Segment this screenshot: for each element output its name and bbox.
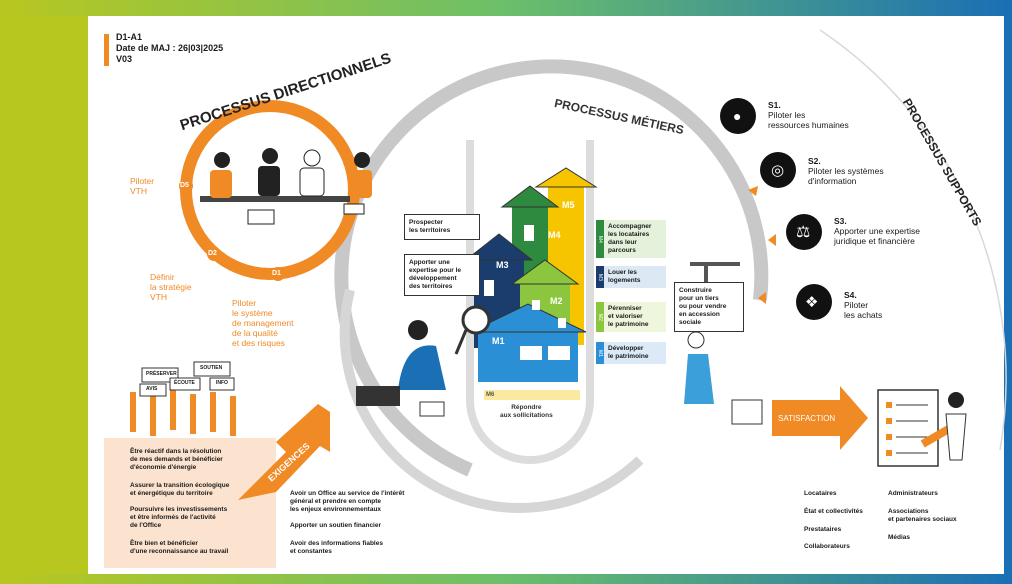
sign-info: INFO: [216, 380, 228, 386]
bottom-frame-band: [0, 574, 1012, 584]
d1-code: D1: [272, 270, 281, 277]
sign-ecoute: ÉCOUTE: [174, 380, 195, 386]
m6-text: Répondre aux sollicitations: [500, 404, 553, 419]
exigences-panel: [104, 438, 276, 568]
tag-m3-code: M3: [596, 266, 604, 288]
s3-circle: ⚖: [786, 214, 822, 250]
satisfaction-associations: Associations et partenaires sociaux: [888, 508, 957, 523]
sign-soutien: SOUTIEN: [200, 365, 223, 371]
exigence-right-1: Avoir un Office au service de l'intérêt …: [290, 490, 405, 513]
tag-m1-code: M1: [596, 342, 604, 364]
satisfaction-prestataires: Prestataires: [804, 526, 842, 533]
person-icon: ●: [733, 108, 742, 124]
s1-circle: ●: [720, 98, 756, 134]
satisfaction-label: SATISFACTION: [778, 414, 836, 423]
satisfaction-collaborateurs: Collaborateurs: [804, 543, 850, 550]
tag-m1-text: Développer le patrimoine: [608, 345, 649, 360]
houses-illustration: [464, 167, 598, 400]
s2-code: S2.: [808, 156, 821, 166]
expertise-box: Apporter une expertise pour le développe…: [404, 254, 480, 296]
tag-m3: M3 Louer les logements: [596, 266, 666, 288]
handshake-icon: ❖: [805, 294, 819, 311]
worker-illustration: [684, 262, 763, 425]
exigences-arrow: [238, 404, 330, 500]
tag-m3-text: Louer les logements: [608, 269, 641, 284]
doc-info-bar: [104, 34, 109, 66]
satisfaction-arrow: [772, 386, 868, 450]
d1-label: Piloter le système de management de la q…: [232, 298, 294, 348]
satisfaction-medias: Médias: [888, 534, 911, 541]
sign-preserver: PRÉSERVER: [146, 371, 177, 377]
sign-avis: AVIS: [146, 386, 158, 392]
s1-label: Piloter les ressources humaines: [768, 110, 849, 130]
m2-label: M2: [550, 296, 563, 306]
m1-label: M1: [492, 336, 505, 346]
s3-label: Apporter une expertise juridique et fina…: [834, 226, 920, 246]
s4-code: S4.: [844, 290, 857, 300]
analyst-illustration: [356, 305, 491, 417]
tag-m2: M2 Pérenniser et valoriser le patrimoine: [596, 302, 666, 332]
s4-circle: ❖: [796, 284, 832, 320]
satisfaction-etat: État et collectivités: [804, 508, 863, 515]
support-arrows: [748, 186, 776, 304]
tag-m4-text: Accompagner les locataires dans leur par…: [608, 223, 652, 254]
s1-code: S1.: [768, 100, 781, 110]
m6-label: M6: [486, 392, 495, 398]
globe-icon: ◎: [771, 162, 785, 179]
exigence-left-1: Être réactif dans la résolution de mes d…: [130, 448, 223, 471]
d5-label: Piloter VTH: [130, 176, 155, 196]
m3-label: M3: [496, 260, 509, 270]
scales-icon: ⚖: [796, 224, 811, 241]
doc-version: V03: [116, 54, 133, 64]
checklist-illustration: [877, 389, 967, 467]
doc-info: D1-A1 Date de MAJ : 26|03|2025 V03: [116, 32, 223, 65]
prospecter-box: Prospecter les territoires: [404, 214, 480, 240]
exigence-left-2: Assurer la transition écologique et éner…: [130, 482, 230, 497]
d2-node: [207, 247, 221, 261]
d5-node: [179, 179, 193, 193]
d2-label: Définir la stratégie VTH: [150, 272, 192, 302]
doc-update-date: Date de MAJ : 26|03|2025: [116, 43, 224, 53]
tag-m4-code: M4: [596, 220, 604, 258]
doc-reference: D1-A1: [116, 32, 143, 42]
exigence-right-3: Avoir des informations fiables et consta…: [290, 540, 383, 555]
m4-label: M4: [548, 230, 561, 240]
s2-circle: ◎: [760, 152, 796, 188]
exigence-right-2: Apporter un soutien financier: [290, 522, 382, 529]
tag-m2-text: Pérenniser et valoriser le patrimoine: [608, 305, 649, 328]
d1-node: [271, 267, 285, 281]
tag-m1: M1 Développer le patrimoine: [596, 342, 666, 364]
satisfaction-locataires: Locataires: [804, 490, 837, 497]
tag-m4: M4 Accompagner les locataires dans leur …: [596, 220, 666, 258]
construire-box: Construire pour un tiers ou pour vendre …: [674, 282, 744, 332]
s2-label: Piloter les systèmes d'information: [808, 166, 884, 186]
top-frame-band: [0, 0, 1012, 16]
metiers-inner-arc: [339, 288, 644, 513]
left-frame-band: [0, 0, 88, 584]
satisfaction-administrateurs: Administrateurs: [888, 490, 938, 497]
right-frame-band: [1004, 0, 1012, 584]
supports-arc: [819, 29, 1007, 451]
stakeholders-illustration: [130, 361, 236, 436]
metiers-tube: [466, 140, 594, 464]
meeting-illustration: [200, 148, 372, 225]
d2-code: D2: [208, 250, 217, 257]
s3-code: S3.: [834, 216, 847, 226]
d5-code: D5: [180, 182, 189, 189]
exigence-left-4: Être bien et bénéficier d'une reconnaiss…: [130, 540, 229, 555]
m5-label: M5: [562, 200, 575, 210]
tag-m2-code: M2: [596, 302, 604, 332]
exigence-left-3: Poursuivre les investissements et être i…: [130, 506, 228, 529]
metiers-arc: [334, 59, 769, 477]
s4-label: Piloter les achats: [844, 300, 883, 320]
